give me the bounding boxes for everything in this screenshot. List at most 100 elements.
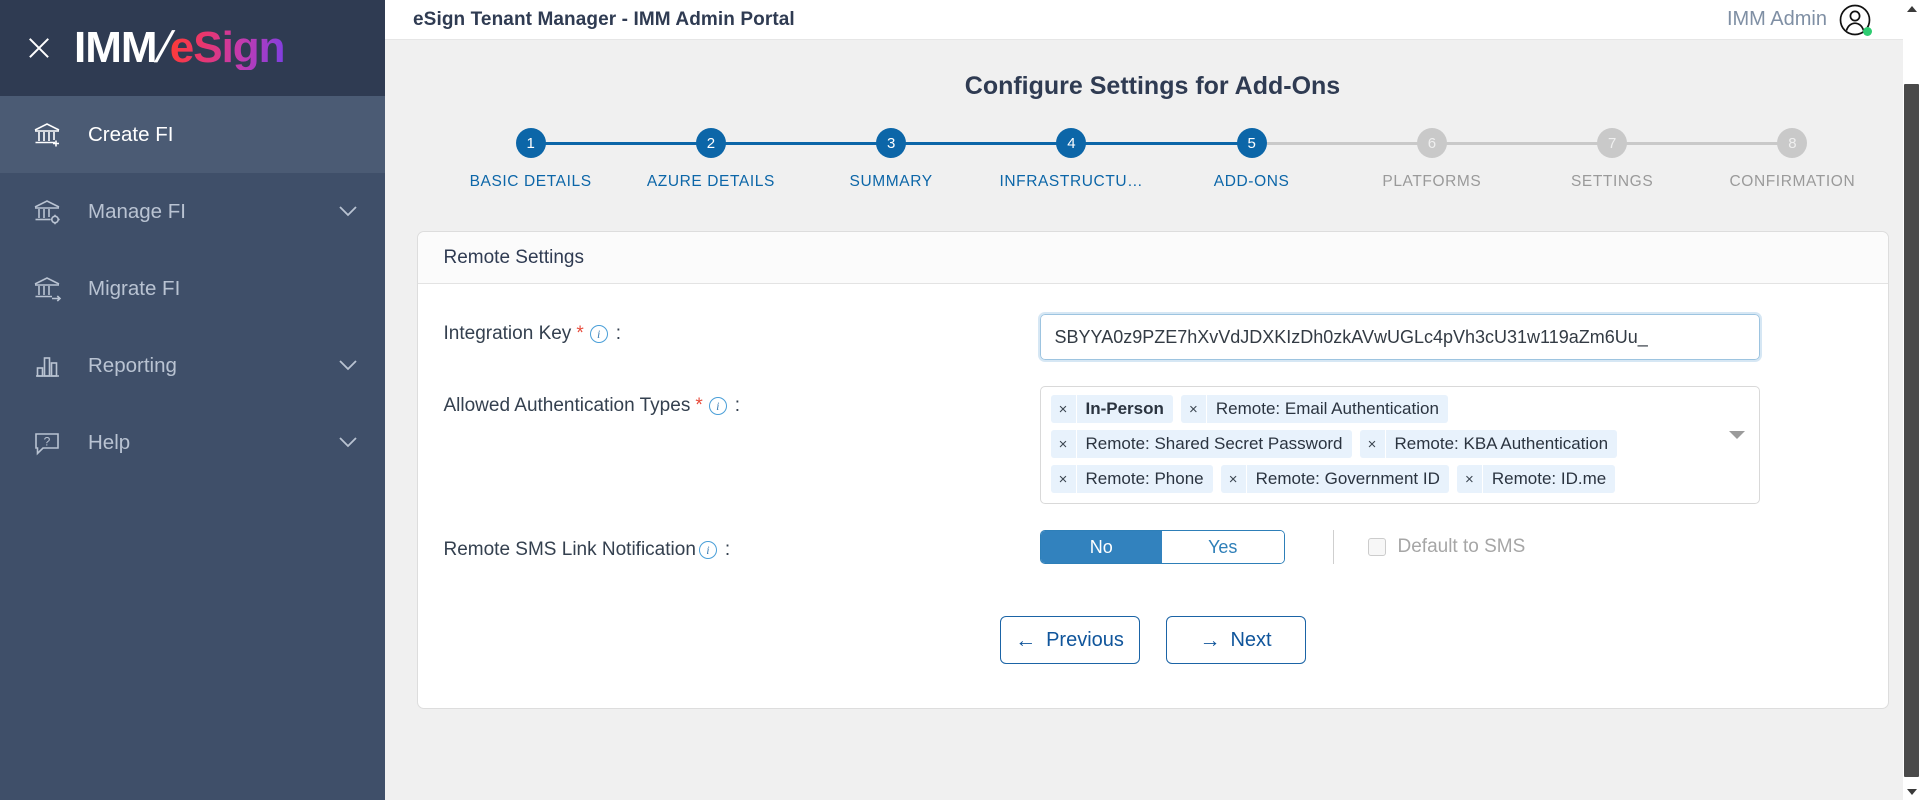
topbar-user-area[interactable]: IMM Admin	[1727, 3, 1872, 37]
step-connector	[801, 142, 892, 145]
info-icon[interactable]: i	[698, 541, 717, 559]
chevron-down-icon[interactable]	[337, 206, 359, 217]
toggle-option-no[interactable]: No	[1040, 531, 1162, 563]
chip-remote-kba-authentication[interactable]: × Remote: KBA Authentication	[1359, 430, 1618, 458]
chip-remove-icon[interactable]: ×	[1360, 430, 1386, 458]
step-connector	[1251, 142, 1342, 145]
integration-key-field-wrap: SBYYA0z9PZE7hXvVdJDXKIzDh0zkAVwUGLc4pVh3…	[1037, 312, 1862, 362]
chevron-down-icon[interactable]	[337, 360, 359, 371]
step-1-basic-details[interactable]: 1 BASIC DETAILS	[441, 127, 621, 191]
page-scrollbar[interactable]	[1903, 0, 1920, 800]
chip-remove-icon[interactable]: ×	[1051, 395, 1077, 423]
chip-label: In-Person	[1085, 399, 1164, 418]
sidebar-item-migrate-fi[interactable]: Migrate FI	[0, 250, 385, 327]
chip-remote-phone[interactable]: × Remote: Phone	[1050, 465, 1213, 493]
imm-esign-logo: IMM/eSign	[74, 23, 286, 72]
online-status-dot	[1863, 26, 1872, 36]
chip-remote-email-authentication[interactable]: × Remote: Email Authentication	[1180, 395, 1448, 423]
default-to-sms-checkbox[interactable]: Default to SMS	[1367, 536, 1525, 558]
user-name-label: IMM Admin	[1726, 8, 1827, 30]
auth-types-field-wrap: × In-Person × Remote: Email Authenticati…	[1039, 386, 1862, 504]
chip-remote-shared-secret-password[interactable]: × Remote: Shared Secret Password	[1050, 430, 1352, 458]
bar-chart-icon	[26, 352, 68, 380]
close-icon[interactable]	[22, 31, 56, 65]
chip-label: Remote: Government ID	[1255, 469, 1440, 488]
previous-button-label: Previous	[1046, 628, 1124, 651]
step-connector	[710, 142, 801, 145]
step-label: ADD-ONS	[1213, 173, 1290, 190]
chip-label: Remote: Shared Secret Password	[1085, 434, 1343, 453]
toggle-option-yes[interactable]: Yes	[1162, 531, 1284, 563]
label-text: Remote SMS Link Notification	[443, 539, 696, 560]
step-label: SETTINGS	[1570, 173, 1654, 190]
label-text: Allowed Authentication Types	[443, 395, 691, 416]
step-5-add-ons[interactable]: 5 ADD-ONS	[1161, 127, 1342, 191]
main-area: eSign Tenant Manager - IMM Admin Portal …	[385, 0, 1920, 800]
remote-settings-card: Remote Settings Integration Key * i : SB…	[416, 231, 1889, 709]
svg-text:?: ?	[44, 434, 51, 448]
scroll-down-arrow-icon[interactable]	[1903, 783, 1920, 800]
chip-remove-icon[interactable]: ×	[1221, 465, 1247, 493]
info-icon[interactable]: i	[708, 397, 727, 415]
scrollbar-thumb[interactable]	[1904, 84, 1919, 777]
chip-remove-icon[interactable]: ×	[1051, 430, 1077, 458]
step-connector	[981, 142, 1072, 145]
chevron-down-icon[interactable]	[1728, 431, 1745, 439]
auth-types-multiselect[interactable]: × In-Person × Remote: Email Authenticati…	[1039, 386, 1760, 504]
step-connector	[891, 142, 982, 145]
checkbox-box-icon[interactable]	[1367, 538, 1386, 556]
chip-in-person[interactable]: × In-Person	[1050, 395, 1173, 423]
step-4-infrastructure[interactable]: 4 INFRASTRUCTU…	[981, 127, 1162, 191]
step-number[interactable]: 8	[1777, 128, 1808, 158]
label-colon: :	[734, 395, 741, 416]
step-connector	[1522, 142, 1613, 145]
chip-remote-government-id[interactable]: × Remote: Government ID	[1220, 465, 1449, 493]
page-header-title: eSign Tenant Manager - IMM Admin Portal	[413, 8, 795, 30]
chip-remove-icon[interactable]: ×	[1457, 465, 1483, 493]
sidebar-item-manage-fi[interactable]: Manage FI	[0, 173, 385, 250]
sms-notification-toggle[interactable]: No Yes	[1039, 530, 1285, 564]
chevron-down-icon[interactable]	[337, 437, 359, 448]
sidebar: IMM/eSign Create FI	[0, 0, 385, 800]
step-label: AZURE DETAILS	[646, 173, 775, 190]
step-number[interactable]: 4	[1056, 128, 1087, 158]
chip-label: Remote: ID.me	[1491, 469, 1607, 488]
sidebar-item-help[interactable]: ? Help	[0, 404, 385, 481]
step-connector	[530, 142, 621, 145]
card-header: Remote Settings	[417, 232, 1888, 284]
integration-key-label: Integration Key * i :	[444, 314, 1040, 345]
step-label: SUMMARY	[849, 173, 933, 190]
previous-button[interactable]: ← Previous	[999, 616, 1140, 664]
wizard-stepper: 1 BASIC DETAILS 2 AZURE DETAILS	[423, 127, 1883, 191]
sidebar-item-create-fi[interactable]: Create FI	[0, 96, 385, 173]
step-8-confirmation[interactable]: 8 CONFIRMATION	[1702, 127, 1882, 191]
sidebar-item-reporting[interactable]: Reporting	[0, 327, 385, 404]
info-icon[interactable]: i	[589, 325, 608, 343]
step-connector	[1702, 142, 1793, 145]
avatar[interactable]	[1838, 3, 1872, 37]
step-6-platforms[interactable]: 6 PLATFORMS	[1341, 127, 1522, 191]
next-button[interactable]: → Next	[1165, 616, 1306, 664]
step-label: PLATFORMS	[1382, 173, 1482, 190]
step-7-settings[interactable]: 7 SETTINGS	[1522, 127, 1703, 191]
sidebar-item-label: Reporting	[88, 353, 177, 377]
integration-key-input[interactable]: SBYYA0z9PZE7hXvVdJDXKIzDh0zkAVwUGLc4pVh3…	[1037, 312, 1762, 362]
vertical-divider	[1332, 530, 1334, 564]
scrollbar-track[interactable]	[1903, 17, 1920, 783]
chip-remove-icon[interactable]: ×	[1051, 465, 1077, 493]
sms-notification-row: Remote SMS Link Notification i : No Yes	[444, 530, 1862, 564]
step-number[interactable]: 3	[876, 128, 907, 158]
step-3-summary[interactable]: 3 SUMMARY	[801, 127, 982, 191]
chip-remote-id-me[interactable]: × Remote: ID.me	[1456, 465, 1616, 493]
scroll-up-arrow-icon[interactable]	[1903, 0, 1920, 17]
step-number[interactable]: 6	[1416, 128, 1447, 158]
step-number[interactable]: 1	[515, 128, 546, 158]
step-number[interactable]: 2	[695, 128, 726, 158]
step-2-azure-details[interactable]: 2 AZURE DETAILS	[620, 127, 801, 191]
step-label: BASIC DETAILS	[469, 173, 592, 190]
step-number[interactable]: 7	[1597, 128, 1628, 158]
chip-remove-icon[interactable]: ×	[1181, 395, 1207, 423]
step-connector	[1431, 142, 1522, 145]
step-number[interactable]: 5	[1236, 128, 1267, 158]
card-title: Remote Settings	[443, 246, 584, 268]
